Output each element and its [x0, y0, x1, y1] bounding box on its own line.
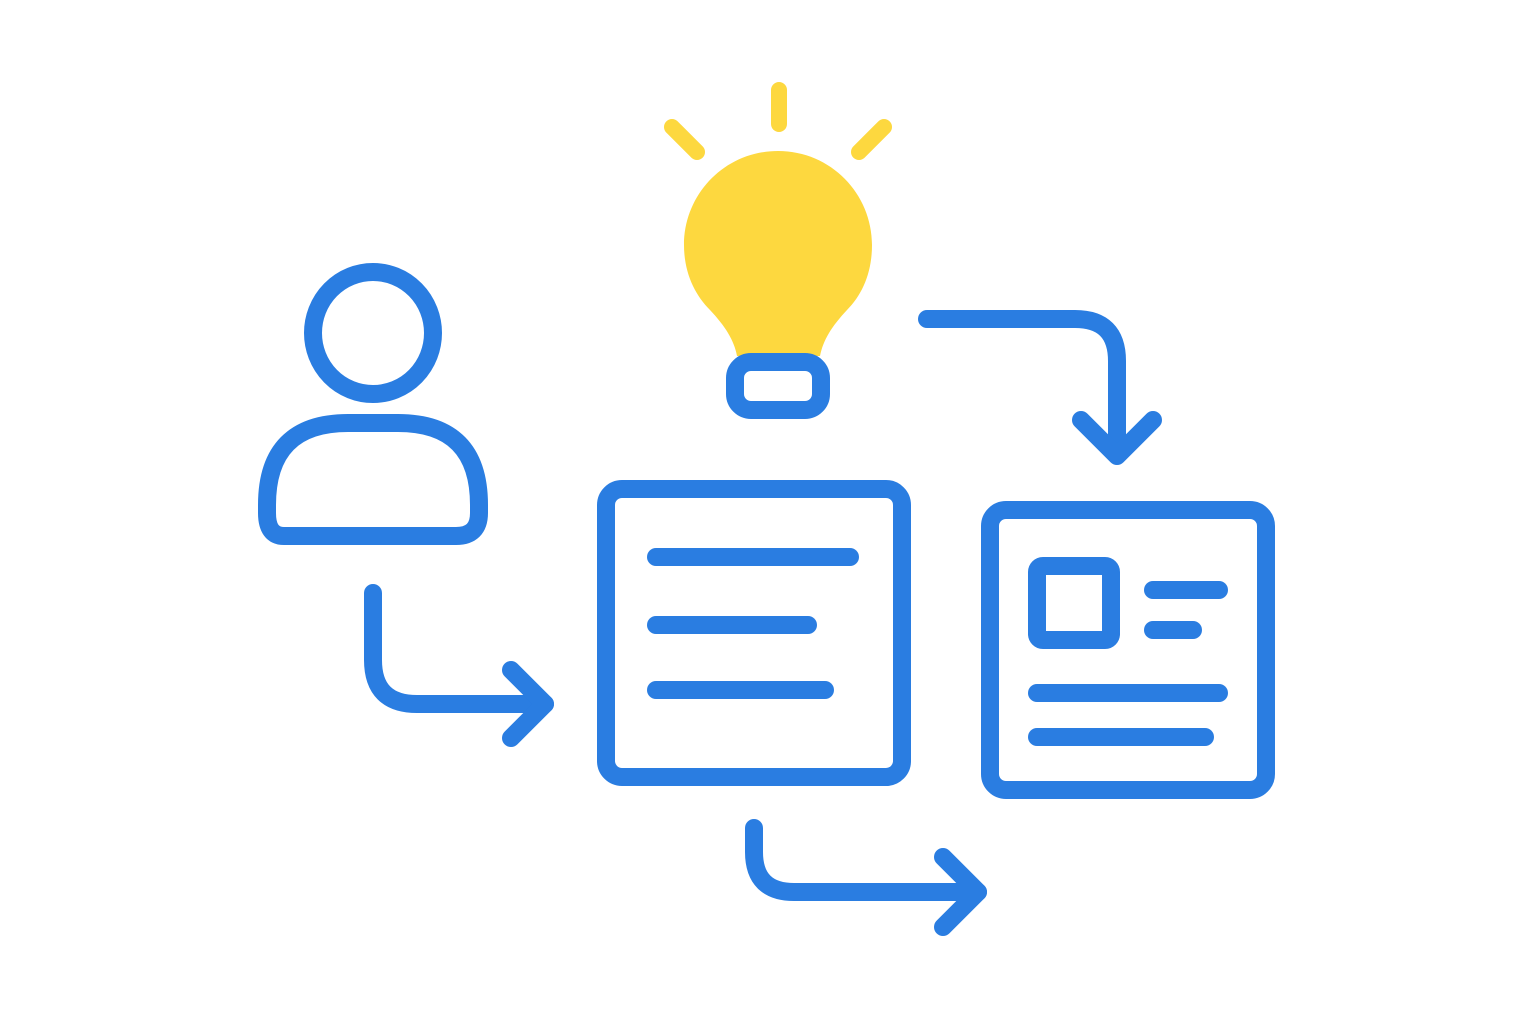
user-body	[258, 414, 488, 545]
arrow-shaft	[364, 584, 554, 713]
arrow-document-to-card	[745, 819, 987, 936]
profile-card-icon	[981, 501, 1275, 799]
bulb-glass	[684, 151, 872, 356]
arrow-head	[1072, 411, 1162, 465]
ray-left	[664, 119, 705, 160]
arrow-user-to-document	[364, 584, 554, 747]
arrow-shaft	[745, 819, 987, 901]
card-photo	[1028, 557, 1120, 649]
document-lines-icon	[597, 480, 911, 786]
lightbulb-icon	[664, 82, 892, 419]
card-frame	[981, 501, 1275, 799]
user-head	[304, 263, 442, 403]
light-rays	[664, 82, 892, 160]
ray-right	[851, 119, 892, 160]
arrow-head	[502, 661, 554, 747]
bulb-base	[726, 353, 830, 419]
user-icon	[258, 263, 488, 545]
arrow-idea-to-card	[918, 310, 1162, 465]
arrow-shaft	[918, 310, 1126, 464]
arrow-head	[934, 848, 987, 936]
document-frame	[597, 480, 911, 786]
